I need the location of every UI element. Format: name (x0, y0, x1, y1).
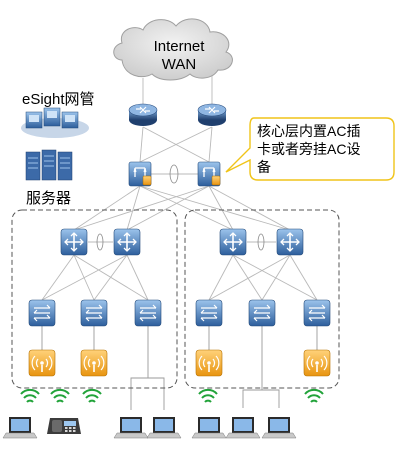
laptop-icon (2, 416, 38, 439)
esight-management-icon (21, 107, 89, 138)
server-icon (25, 149, 73, 181)
laptop-icon (113, 416, 149, 439)
aggregation-switch-icon (219, 228, 247, 256)
callout-text-line1: 核心层内置AC插 (257, 123, 360, 139)
router-icon (197, 103, 227, 127)
core-switch-icon (128, 161, 152, 187)
aggregation-switch-icon (113, 228, 141, 256)
router-icon (128, 103, 158, 127)
callout-text-line2: 卡或者旁挂AC设 (257, 141, 360, 157)
link-aggregation-marks (96, 164, 265, 251)
ip-phone-icon (47, 418, 81, 434)
server-label: 服务器 (26, 190, 71, 207)
cloud-label-internet: Internet (154, 38, 206, 55)
laptop-icon (191, 416, 227, 439)
laptop-icon (261, 416, 297, 439)
access-point-icon (303, 349, 331, 377)
aggregation-switch-icon (60, 228, 88, 256)
wifi-signal-icon (20, 388, 40, 403)
access-switch-icon (28, 299, 56, 327)
access-point-icon (195, 349, 223, 377)
internet-cloud (113, 18, 233, 81)
left-branch-group (11, 209, 178, 389)
wifi-signal-icon (304, 388, 324, 403)
access-point-icon (28, 349, 56, 377)
cloud-label-wan: WAN (162, 56, 196, 73)
access-switch-icon (195, 299, 223, 327)
wifi-signal-icon (82, 388, 102, 403)
access-point-icon (80, 349, 108, 377)
network-links (41, 76, 318, 301)
right-branch-group (184, 209, 340, 389)
ac-callout-box (225, 117, 395, 181)
laptop-icon (225, 416, 261, 439)
wifi-signal-icon (50, 388, 70, 403)
access-switch-icon (303, 299, 331, 327)
access-switch-icon (134, 299, 162, 327)
callout-text-line3: 备 (257, 159, 271, 175)
wifi-signal-icon (198, 388, 218, 403)
esight-label: eSight网管 (22, 91, 95, 108)
access-switch-icon (80, 299, 108, 327)
laptop-icon (146, 416, 182, 439)
aggregation-switch-icon (276, 228, 304, 256)
access-links (41, 326, 318, 410)
access-switch-icon (248, 299, 276, 327)
core-switch-icon (197, 161, 221, 187)
